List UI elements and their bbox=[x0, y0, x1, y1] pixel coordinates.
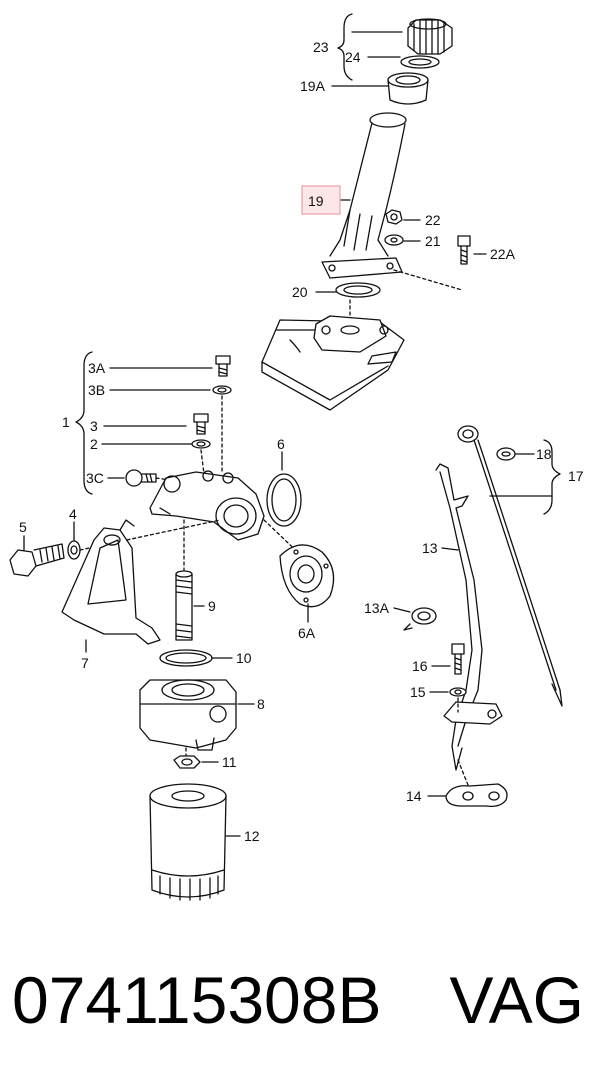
label-22: 22 bbox=[425, 212, 441, 228]
label-3A: 3A bbox=[88, 360, 106, 376]
washer-4 bbox=[67, 540, 81, 560]
nipple-11 bbox=[173, 755, 201, 769]
label-1: 1 bbox=[62, 414, 70, 430]
washer-15 bbox=[449, 687, 467, 697]
connector-pipe-9 bbox=[175, 570, 193, 641]
filter-flange-housing bbox=[149, 470, 265, 541]
label-23: 23 bbox=[313, 39, 329, 55]
plug-3A bbox=[215, 355, 231, 377]
bolt-16 bbox=[451, 643, 465, 675]
seal-3B bbox=[212, 385, 232, 395]
clamp-13A bbox=[403, 607, 437, 631]
label-5: 5 bbox=[19, 519, 27, 535]
label-3B: 3B bbox=[88, 382, 105, 398]
engine-block-section bbox=[261, 315, 405, 411]
gasket-20 bbox=[335, 282, 381, 298]
cover-6A bbox=[279, 544, 335, 608]
label-6: 6 bbox=[277, 436, 285, 452]
bolt-5 bbox=[9, 543, 65, 577]
label-18: 18 bbox=[536, 446, 552, 462]
plug-3 bbox=[193, 413, 209, 435]
seal-10 bbox=[159, 649, 213, 667]
leader-13A bbox=[393, 607, 411, 613]
filler-tube bbox=[321, 112, 407, 279]
brand-name: VAG bbox=[449, 963, 584, 1037]
label-6A: 6A bbox=[298, 625, 316, 641]
label-3: 3 bbox=[90, 418, 98, 434]
part-number: 074115308B bbox=[12, 963, 382, 1037]
label-7: 7 bbox=[81, 655, 89, 671]
label-15: 15 bbox=[410, 684, 426, 700]
label-17: 17 bbox=[568, 468, 584, 484]
filter-housing-8 bbox=[139, 679, 237, 751]
label-22A: 22A bbox=[490, 246, 516, 262]
guide-tube-13 bbox=[435, 463, 483, 771]
gasket-14 bbox=[445, 783, 508, 808]
label-2: 2 bbox=[90, 436, 98, 452]
mount-bracket bbox=[443, 701, 503, 725]
label-8: 8 bbox=[257, 696, 265, 712]
label-12: 12 bbox=[244, 828, 260, 844]
label-19: 19 bbox=[308, 193, 324, 209]
tube-insert bbox=[387, 72, 429, 105]
oil-filter-12 bbox=[149, 783, 227, 901]
seal-2 bbox=[191, 439, 211, 449]
label-13A: 13A bbox=[364, 600, 390, 616]
washer-21 bbox=[384, 234, 404, 246]
label-13: 13 bbox=[422, 540, 438, 556]
label-3C: 3C bbox=[86, 470, 104, 486]
label-16: 16 bbox=[412, 658, 428, 674]
exploded-parts-diagram: 23 24 19A 19 22 21 22A 20 3A 3B 1 3 2 3C… bbox=[9, 13, 584, 901]
o-ring-6 bbox=[266, 473, 302, 527]
label-10: 10 bbox=[236, 650, 252, 666]
label-11: 11 bbox=[222, 754, 237, 770]
brace-1 bbox=[75, 351, 93, 495]
bolt-22A bbox=[457, 235, 471, 265]
label-14: 14 bbox=[406, 788, 422, 804]
brace-17 bbox=[543, 439, 561, 515]
filler-cap bbox=[407, 18, 453, 55]
footer-caption: 074115308B VAG bbox=[12, 955, 592, 1045]
label-21: 21 bbox=[425, 233, 441, 249]
dipstick-17 bbox=[457, 425, 563, 707]
bracket-7 bbox=[61, 519, 161, 645]
label-20: 20 bbox=[292, 284, 308, 300]
brace-23 bbox=[337, 13, 353, 81]
seal-18 bbox=[496, 447, 516, 461]
label-9: 9 bbox=[208, 598, 216, 614]
label-24: 24 bbox=[345, 49, 361, 65]
nut-22 bbox=[385, 209, 403, 225]
label-4: 4 bbox=[69, 506, 77, 522]
label-19A: 19A bbox=[300, 78, 326, 94]
leader-13 bbox=[441, 547, 459, 551]
cap-seal bbox=[400, 55, 440, 69]
plug-3C bbox=[125, 469, 157, 487]
highlight-box bbox=[301, 185, 341, 215]
